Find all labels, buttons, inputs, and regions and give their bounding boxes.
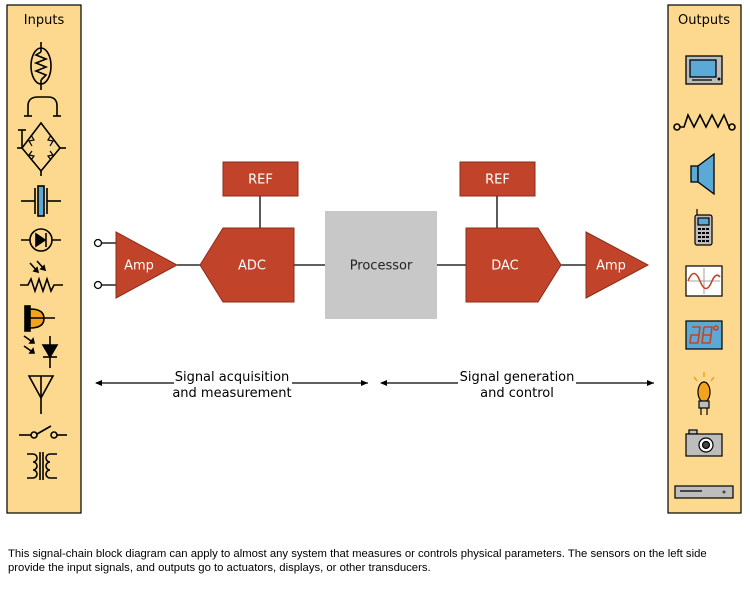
processor-label: Processor <box>350 259 413 274</box>
bridge-sensor-icon <box>17 121 66 176</box>
processor-block: Processor <box>325 211 437 319</box>
segment-display-icon <box>685 320 723 350</box>
generation-range: Signal generation and control <box>380 366 654 402</box>
input-terminals <box>93 238 116 290</box>
output-amplifier: Amp <box>585 231 650 299</box>
acquisition-label-line2: and measurement <box>172 386 291 401</box>
thermistor-icon <box>30 42 52 90</box>
signal-wires <box>177 196 586 266</box>
dac-block: DAC <box>465 227 562 303</box>
oscilloscope-icon <box>685 265 723 297</box>
microphone-icon <box>24 305 55 332</box>
adc-ref-label: REF <box>248 173 273 188</box>
dac-ref-label: REF <box>485 173 510 188</box>
inputs-panel: Inputs <box>6 4 82 514</box>
adc-block: ADC <box>199 227 295 303</box>
dac-reference-block: REF <box>459 161 536 197</box>
light-bulb-icon <box>693 372 715 415</box>
transformer-icon <box>27 452 57 480</box>
monitor-icon <box>685 55 723 85</box>
dac-label: DAC <box>491 259 519 274</box>
output-amp-label: Amp <box>596 259 626 274</box>
led-icon <box>23 335 59 368</box>
signal-chain-diagram: Inputs <box>6 4 742 514</box>
outputs-title: Outputs <box>678 13 730 28</box>
input-amplifier: Amp <box>115 231 179 299</box>
inputs-title: Inputs <box>24 13 65 28</box>
mobile-phone-icon <box>694 209 713 246</box>
heater-resistor-icon <box>673 112 736 131</box>
input-amp-label: Amp <box>124 259 154 274</box>
thermocouple-icon <box>24 96 61 117</box>
photoresistor-icon <box>20 260 63 294</box>
acquisition-label-line1: Signal acquisition <box>175 370 290 385</box>
speaker-icon <box>690 152 715 196</box>
photodiode-icon <box>21 228 61 252</box>
camera-icon <box>685 429 723 457</box>
generation-label-line1: Signal generation <box>460 370 575 385</box>
media-player-icon <box>674 485 734 499</box>
generation-label-line2: and control <box>480 386 554 401</box>
outputs-panel: Outputs <box>667 4 742 514</box>
adc-reference-block: REF <box>222 161 299 197</box>
antenna-icon <box>27 375 55 414</box>
switch-icon <box>19 425 67 439</box>
acquisition-range: Signal acquisition and measurement <box>95 366 368 402</box>
crystal-icon <box>21 185 61 217</box>
figure-caption: This signal-chain block diagram can appl… <box>8 548 707 574</box>
adc-label: ADC <box>238 259 266 274</box>
